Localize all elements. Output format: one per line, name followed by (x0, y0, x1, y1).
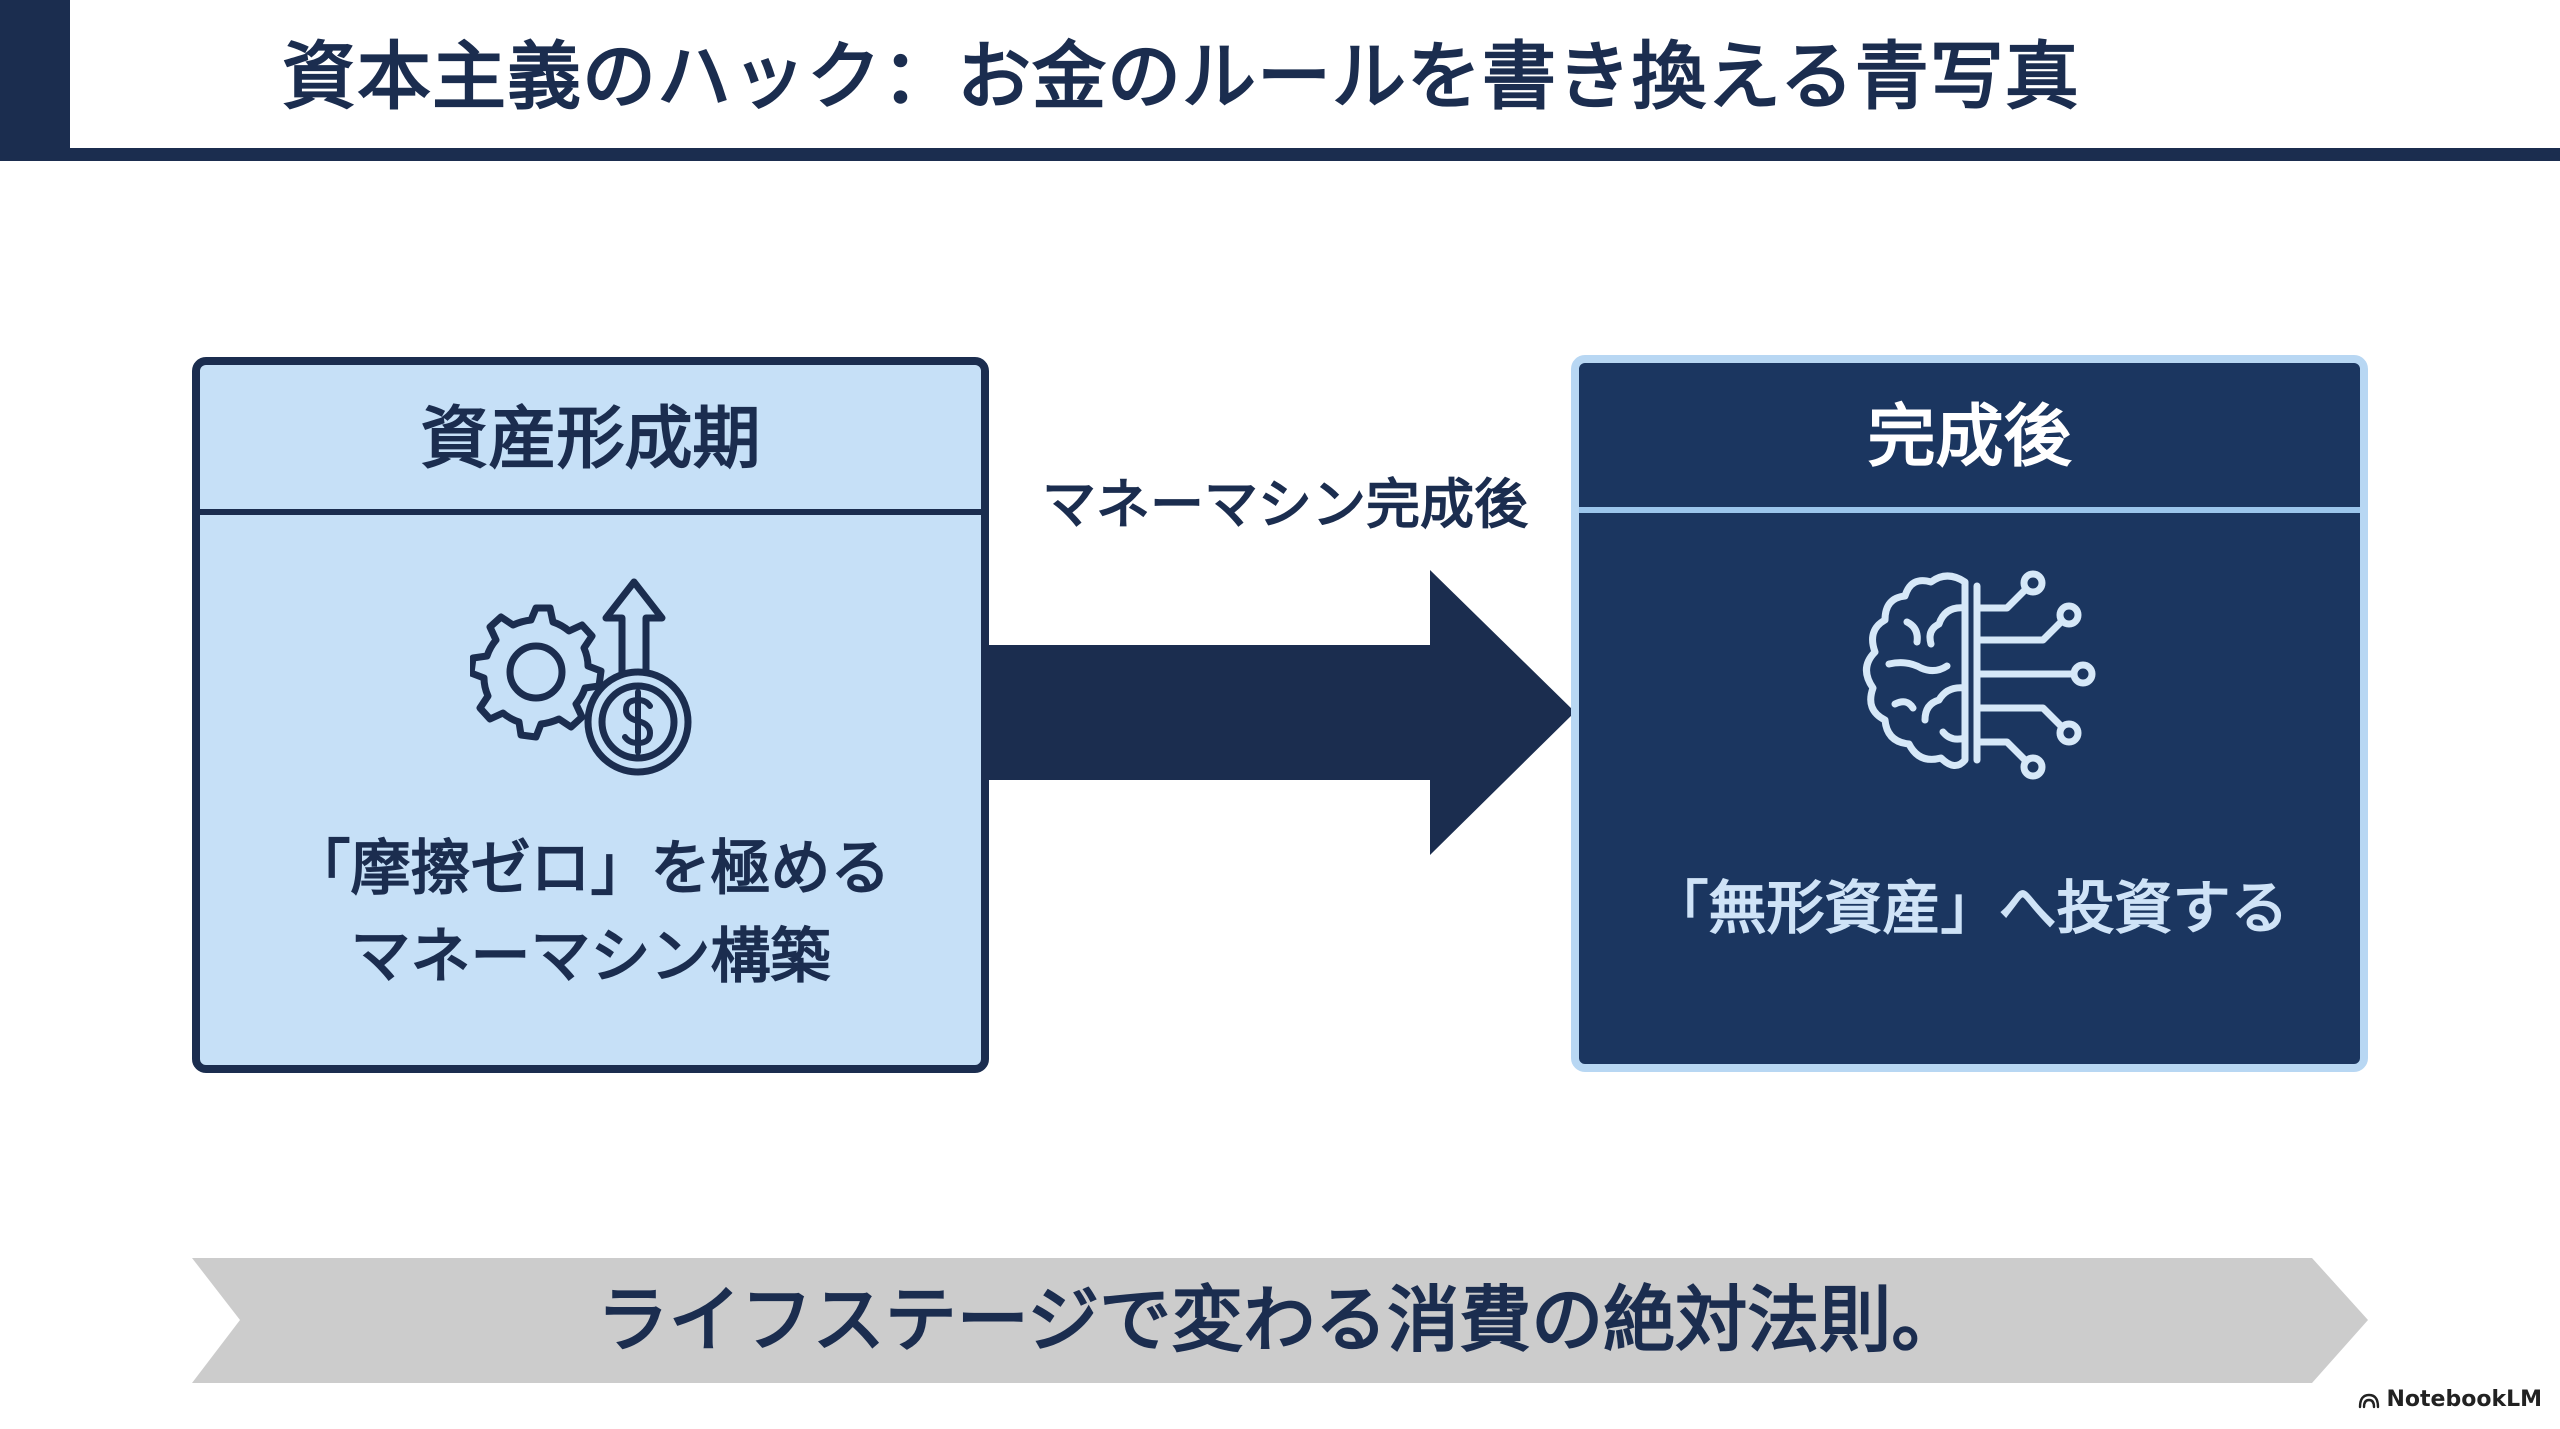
asset-building-text-line-2: マネーマシン構築 (350, 922, 831, 992)
gear-dollar-growth-icon (470, 578, 692, 776)
after-completion-box: 完成後 「無形資産」へ投資する (1571, 355, 2368, 1072)
brain-circuit-icon (1863, 570, 2096, 780)
arrow-label: マネーマシン完成後 (1042, 473, 1528, 536)
asset-building-phase-heading: 資産形成期 (200, 365, 981, 515)
asset-building-phase-box: 資産形成期 「摩擦ゼロ」を極める マネーマシン構築 (192, 357, 989, 1073)
up-arrow-icon (602, 578, 666, 686)
notebooklm-logo-icon (2358, 1393, 2379, 1409)
header: 資本主義のハック：お金のルールを書き換える青写真 (0, 0, 2560, 161)
after-completion-heading: 完成後 (1579, 363, 2360, 513)
header-accent-bar (0, 0, 70, 161)
footer-chevron-banner (192, 1258, 2368, 1383)
after-completion-text: 「無形資産」へ投資する (1650, 874, 2289, 942)
transition-arrow (985, 570, 1575, 855)
asset-building-phase-text: 「摩擦ゼロ」を極める マネーマシン構築 (200, 825, 981, 1001)
asset-building-text-line-1: 「摩擦ゼロ」を極める (290, 834, 891, 904)
notebooklm-watermark: NotebookLM (2357, 1385, 2542, 1415)
page-title: 資本主義のハック：お金のルールを書き換える青写真 (282, 34, 2080, 120)
brand-label: NotebookLM (2386, 1387, 2542, 1412)
header-divider (0, 148, 2560, 161)
footer-banner-text: ライフステージで変わる消費の絶対法則。 (596, 1278, 1964, 1362)
dollar-coin-icon (584, 668, 692, 776)
gear-icon (470, 604, 605, 741)
